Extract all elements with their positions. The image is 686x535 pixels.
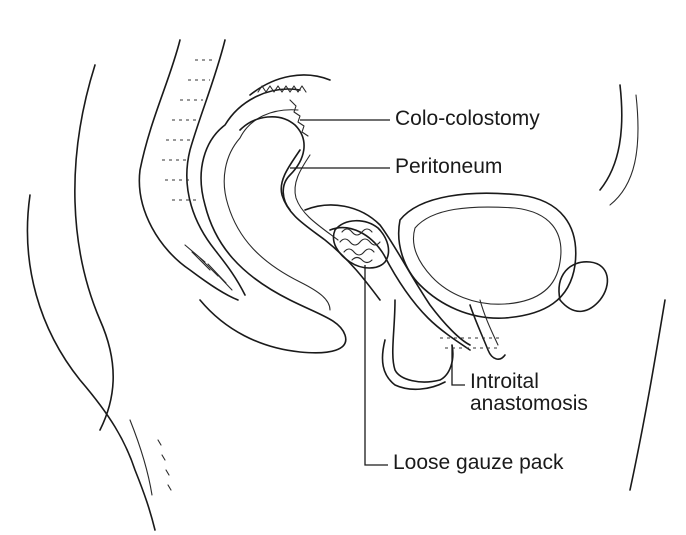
abdominal-wall-inner xyxy=(610,95,638,205)
skin-fold xyxy=(130,420,171,495)
vaginal-wall-posterior xyxy=(305,205,470,345)
label-introital-line1: Introital xyxy=(470,371,588,393)
buttock-contour xyxy=(27,195,155,530)
leader-introital xyxy=(452,345,465,385)
colon-outer xyxy=(200,89,346,353)
colon-loop xyxy=(240,117,304,210)
pubic-contour xyxy=(630,300,665,490)
urethra xyxy=(470,305,505,359)
label-colo-colostomy: Colo-colostomy xyxy=(395,108,540,130)
pubic-bone xyxy=(559,262,607,312)
label-introital-anastomosis: Introital anastomosis xyxy=(470,371,588,415)
colon-inner xyxy=(224,110,330,310)
abdominal-wall xyxy=(600,85,622,190)
bladder-inner xyxy=(414,207,561,304)
sacrum-outline-anterior xyxy=(187,40,245,295)
perineal-body xyxy=(382,340,445,389)
label-loose-gauze-pack: Loose gauze pack xyxy=(393,452,563,474)
introitus-dashes xyxy=(440,338,500,348)
label-introital-line2: anastomosis xyxy=(470,393,588,415)
bladder-outer xyxy=(399,193,576,318)
label-peritoneum: Peritoneum xyxy=(395,156,502,178)
back-contour xyxy=(75,65,113,430)
